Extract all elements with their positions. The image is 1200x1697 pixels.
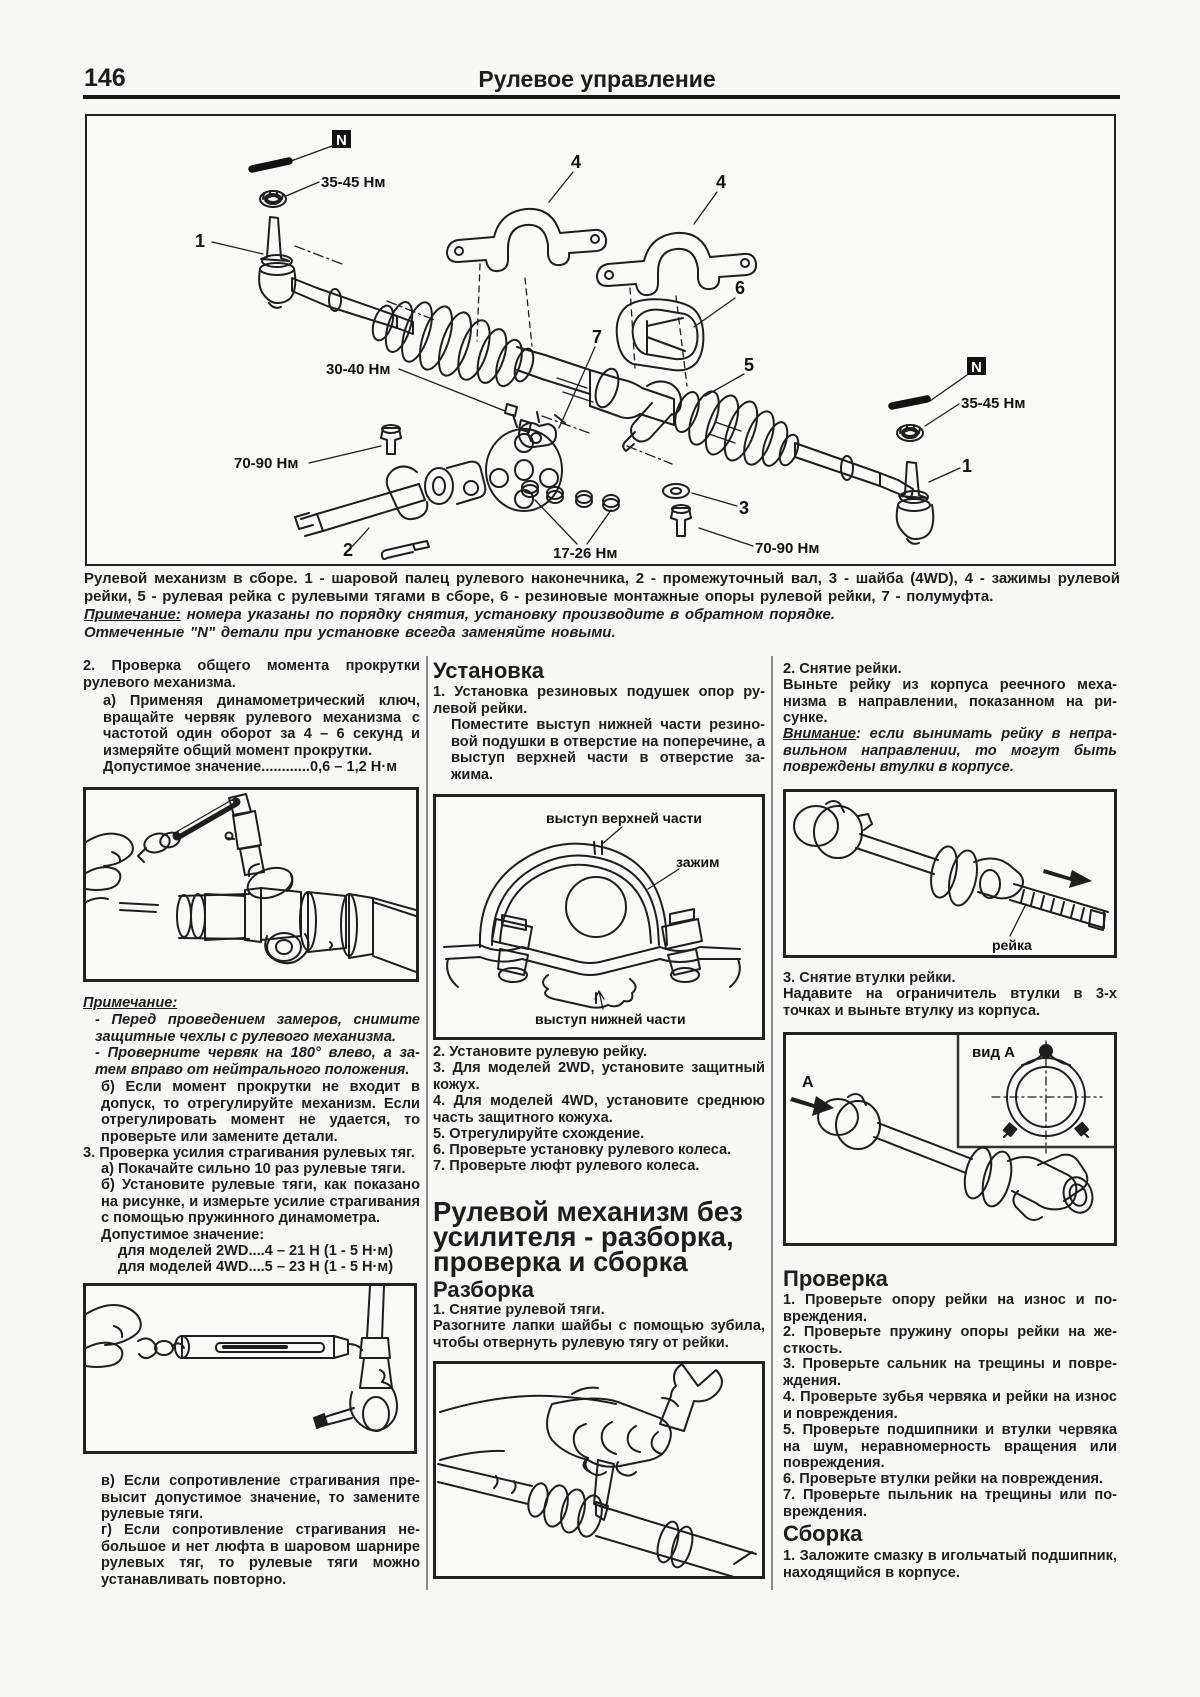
- svg-text:35-45 Нм: 35-45 Нм: [961, 395, 1025, 412]
- svg-text:вид А: вид А: [972, 1044, 1015, 1061]
- svg-text:2: 2: [343, 540, 353, 560]
- svg-text:рейка: рейка: [992, 937, 1032, 953]
- svg-text:зажим: зажим: [676, 854, 719, 870]
- svg-text:N: N: [336, 132, 347, 149]
- svg-text:5: 5: [744, 355, 754, 375]
- svg-text:выступ нижней части: выступ нижней части: [535, 1011, 686, 1027]
- svg-text:N: N: [971, 359, 982, 376]
- svg-text:4: 4: [571, 152, 581, 172]
- svg-text:выступ верхней части: выступ верхней части: [546, 810, 702, 826]
- svg-text:17-26 Нм: 17-26 Нм: [553, 545, 617, 562]
- svg-text:4: 4: [716, 172, 726, 192]
- svg-text:А: А: [802, 1074, 814, 1091]
- svg-text:35-45 Нм: 35-45 Нм: [321, 174, 385, 191]
- svg-text:70-90 Нм: 70-90 Нм: [755, 540, 819, 557]
- svg-text:1: 1: [962, 456, 972, 476]
- svg-text:3: 3: [739, 498, 749, 518]
- svg-text:6: 6: [735, 278, 745, 298]
- svg-text:30-40 Нм: 30-40 Нм: [326, 361, 390, 378]
- svg-text:70-90 Нм: 70-90 Нм: [234, 455, 298, 472]
- svg-text:1: 1: [195, 231, 205, 251]
- svg-text:7: 7: [592, 327, 602, 347]
